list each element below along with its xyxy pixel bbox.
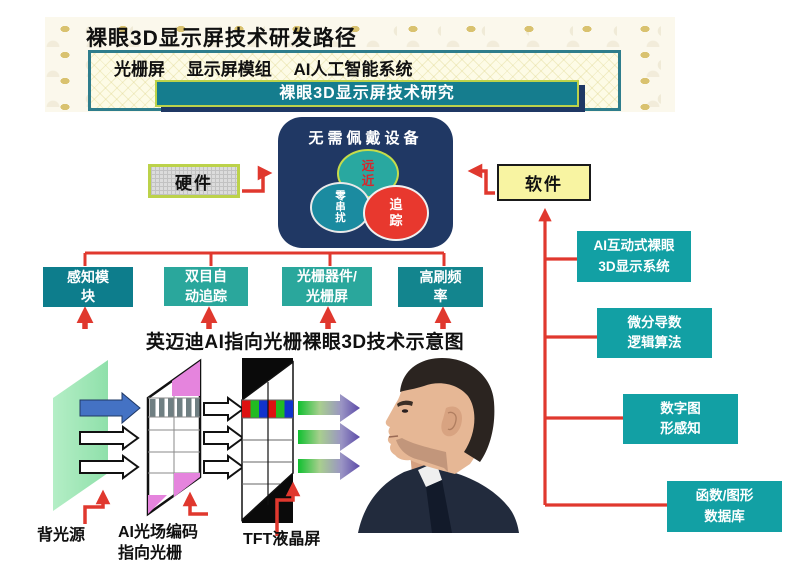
white-light-arrow xyxy=(203,454,245,480)
software-arrow xyxy=(467,163,495,195)
venn-circle-zero-crosstalk: 零 串 扰 xyxy=(310,182,371,233)
center-node-title: 无需佩戴设备 xyxy=(308,130,423,147)
circle-text: 踪 xyxy=(389,213,403,228)
viewer-head-photo xyxy=(358,358,519,533)
gradient-light-arrow xyxy=(298,394,360,422)
right-box-digital-graphic-perception: 数字图 形感知 xyxy=(623,394,738,444)
grating-label-line1: AI光场编码 xyxy=(118,524,199,541)
center-node: 无需佩戴设备 远 近 零 串 扰 追 踪 xyxy=(278,117,453,248)
left-box-perception-module: 感知模 块 xyxy=(43,267,133,307)
tft-panel xyxy=(241,358,294,523)
grating-label-arrow xyxy=(182,491,208,516)
box-text: 函数/图形 xyxy=(695,488,754,504)
circle-text: 追 xyxy=(389,197,403,213)
software-box: 软件 xyxy=(497,164,591,201)
tft-label: TFT液晶屏 xyxy=(243,531,321,548)
left-box-binocular-tracking: 双目自 动追踪 xyxy=(164,267,248,306)
circle-text: 近 xyxy=(361,173,375,188)
box-text: 感知模 xyxy=(67,268,109,285)
circle-text: 串 xyxy=(335,200,346,213)
grating-panel xyxy=(146,358,202,517)
left-branch-up-arrows xyxy=(76,306,452,329)
tft-label-arrow xyxy=(275,481,301,536)
box-text: 数据库 xyxy=(704,508,745,524)
grating-label: AI光场编码 指向光栅 xyxy=(118,523,198,565)
box-text: 3D显示系统 xyxy=(598,258,670,274)
hardware-arrow xyxy=(242,165,273,193)
header-subtitle: 光栅屏 显示屏模组 AI人工智能系统 xyxy=(114,60,413,79)
white-light-arrow xyxy=(203,396,245,422)
hardware-box: 硬件 xyxy=(148,164,240,198)
page-title: 裸眼3D显示屏技术研发路径 xyxy=(86,27,357,50)
backlight-label: 背光源 xyxy=(37,527,86,544)
circle-text: 远 xyxy=(361,159,375,174)
grating-label-line2: 指向光栅 xyxy=(118,544,183,562)
box-text: 逻辑算法 xyxy=(627,335,682,350)
circle-text: 扰 xyxy=(335,212,346,225)
right-box-function-graphic-database: 函数/图形 数据库 xyxy=(667,481,782,532)
white-light-arrow xyxy=(203,425,245,451)
box-text: 高刷频 xyxy=(419,268,462,285)
blue-light-arrow xyxy=(79,391,141,425)
box-text: 数字图 xyxy=(660,400,701,416)
gradient-light-arrow xyxy=(298,423,360,451)
backlight-label-arrow xyxy=(83,489,111,524)
gradient-light-arrow xyxy=(298,452,360,480)
box-text: 微分导数 xyxy=(627,314,682,330)
rgb-subpixels xyxy=(242,400,293,418)
venn-circle-tracking: 追 踪 xyxy=(363,185,429,241)
right-box-ai-interactive-3d-system: AI互动式裸眼 3D显示系统 xyxy=(577,231,691,282)
schematic-caption: 英迈迪AI指向光栅裸眼3D技术示意图 xyxy=(145,332,465,353)
box-text: 光栅屏 xyxy=(306,287,348,304)
box-text: 形感知 xyxy=(660,421,701,436)
left-box-high-refresh-rate: 高刷频 率 xyxy=(398,267,483,307)
box-text: AI互动式裸眼 xyxy=(593,238,675,254)
box-text: 率 xyxy=(433,288,448,304)
box-text: 双目自 xyxy=(185,268,227,285)
box-text: 动追踪 xyxy=(185,287,227,304)
box-text: 光栅器件/ xyxy=(297,268,357,285)
schematic-group xyxy=(53,358,519,536)
circle-text: 零 xyxy=(335,189,346,202)
right-box-differential-logic-algorithm: 微分导数 逻辑算法 xyxy=(597,308,712,358)
right-branch-connectors xyxy=(538,207,667,507)
white-light-arrow xyxy=(79,454,140,480)
header-banner: 裸眼3D显示屏技术研究 xyxy=(155,80,579,107)
white-light-arrow xyxy=(79,425,140,451)
left-box-grating-device: 光栅器件/ 光栅屏 xyxy=(282,267,372,306)
box-text: 块 xyxy=(81,288,95,304)
left-branch-connectors xyxy=(83,251,446,266)
